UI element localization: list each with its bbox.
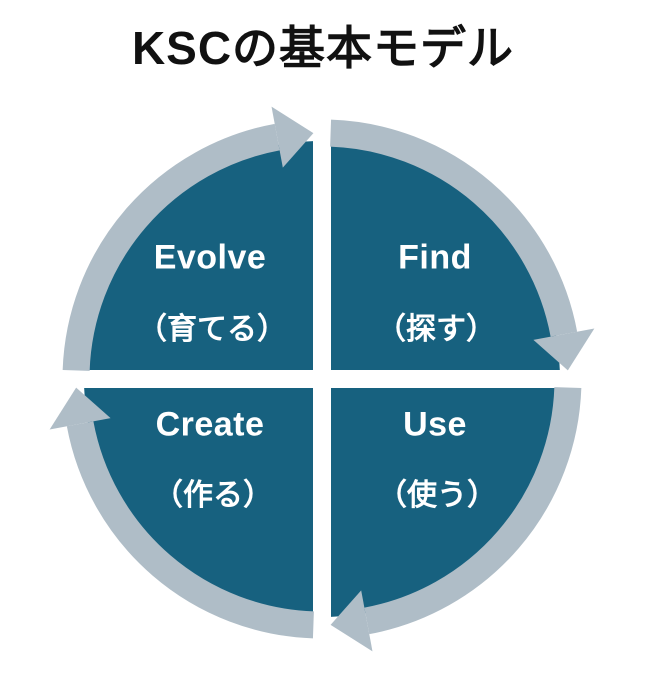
cycle-arrow-right-icon (533, 328, 595, 371)
arc-top-right (330, 119, 578, 337)
quadrant-create-label-ja: （作る） (153, 479, 273, 512)
quadrant-find-label-ja: （探す） (376, 313, 496, 346)
quadrant-use-shape (331, 388, 560, 617)
quadrant-find-shape (331, 141, 560, 370)
page-title: KSCの基本モデル (131, 22, 515, 74)
arc-top-left (62, 123, 280, 371)
cycle-arrowheads (49, 106, 595, 652)
cycle-arrow-top-icon (271, 106, 314, 168)
quadrant-evolve-shape (84, 141, 313, 370)
arc-bottom-left (66, 421, 314, 639)
quadrant-use-label-en: Use (403, 405, 467, 444)
quadrant-create-shape (84, 388, 313, 617)
circle-quadrants (84, 141, 560, 617)
arc-bottom-right (364, 387, 582, 635)
cycle-arrow-left-icon (49, 387, 111, 430)
quadrant-use-label-ja: （使う） (377, 479, 497, 512)
quadrant-evolve-label-en: Evolve (153, 238, 267, 277)
cycle-arrow-bottom-icon (330, 590, 373, 652)
quadrant-find-label-en: Find (398, 238, 472, 277)
quadrant-create-label-en: Create (155, 405, 265, 444)
cycle-ring-arcs (62, 119, 582, 639)
quadrant-evolve-label-ja: （育てる） (137, 313, 287, 346)
